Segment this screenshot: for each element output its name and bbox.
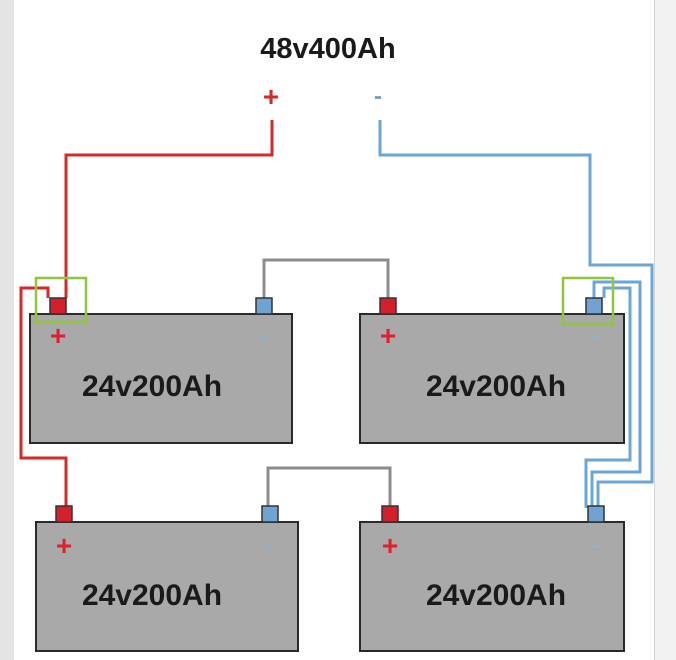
negative-terminal <box>255 297 273 315</box>
positive-main-wire <box>64 120 274 298</box>
positive-label: + <box>56 530 72 561</box>
negative-parallel-wire-1 <box>590 280 642 508</box>
battery-top-left: + - 24v200Ah <box>29 297 293 444</box>
battery-body <box>359 313 625 444</box>
negative-terminal <box>261 505 279 523</box>
battery-capacity-label: 24v200Ah <box>82 370 222 403</box>
series-link-top <box>262 258 390 298</box>
highlight-negative-output-terminal <box>561 276 615 326</box>
negative-label: - <box>590 322 598 349</box>
battery-bottom-left: + - 24v200Ah <box>35 505 299 652</box>
negative-main-wire <box>378 120 654 508</box>
positive-label: + <box>382 530 398 561</box>
battery-body <box>35 521 299 652</box>
battery-capacity-label: 24v200Ah <box>426 579 566 612</box>
negative-label: - <box>266 532 274 559</box>
positive-label: + <box>380 320 396 351</box>
negative-label: - <box>592 532 600 559</box>
battery-body <box>359 521 625 652</box>
negative-terminal <box>585 297 603 315</box>
positive-terminal <box>55 505 73 523</box>
positive-parallel-wire <box>19 286 68 508</box>
negative-parallel-wire-2 <box>584 286 632 508</box>
battery-top-right: + - 24v200Ah <box>359 297 625 444</box>
battery-capacity-label: 24v200Ah <box>82 579 222 612</box>
output-positive-symbol: + <box>263 81 279 112</box>
battery-bottom-right: + - 24v200Ah <box>359 505 625 652</box>
scroll-edge <box>654 0 676 660</box>
positive-terminal <box>381 505 399 523</box>
series-link-bottom <box>266 466 392 508</box>
positive-terminal <box>379 297 397 315</box>
system-title: 48v400Ah <box>260 33 395 65</box>
output-negative-symbol: - <box>374 83 382 110</box>
negative-terminal <box>587 505 605 523</box>
positive-terminal <box>49 297 67 315</box>
highlight-positive-output-terminal <box>34 276 88 324</box>
battery-body <box>29 313 293 444</box>
battery-capacity-label: 24v200Ah <box>426 370 566 403</box>
positive-label: + <box>50 320 66 351</box>
negative-label: - <box>260 322 268 349</box>
